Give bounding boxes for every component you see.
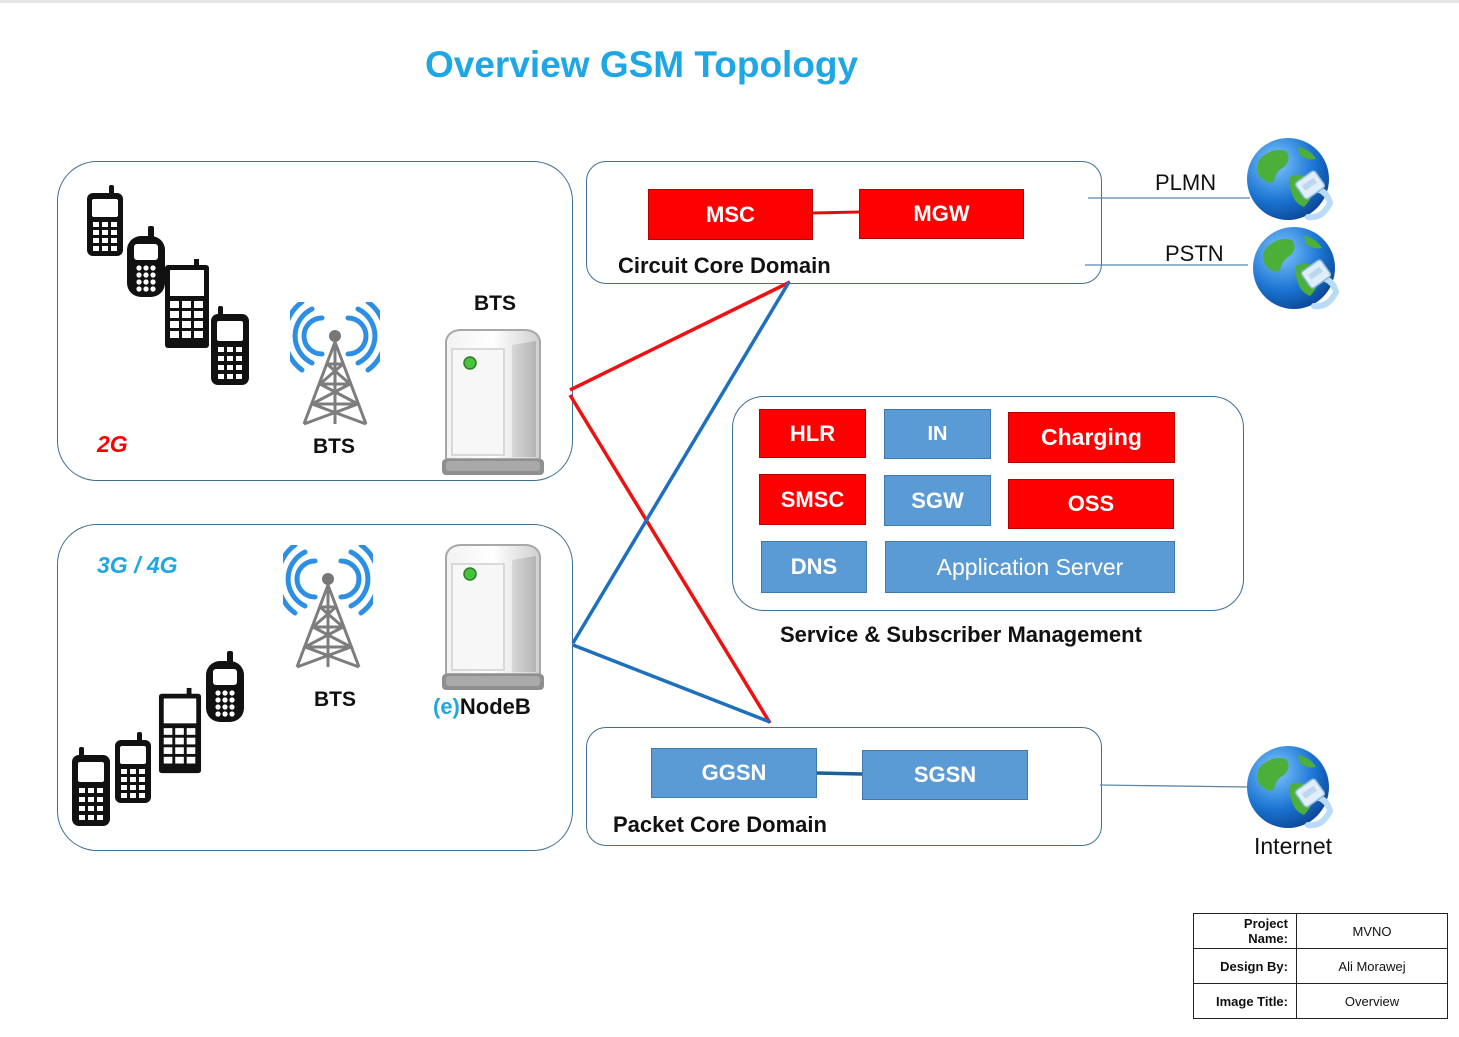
table-row: Image Title: Overview (1193, 983, 1448, 1019)
image-title-value: Overview (1296, 983, 1448, 1019)
sgsn-box: SGSN (862, 750, 1028, 800)
mobile-phone-icon (158, 687, 202, 774)
sgw-box: SGW (884, 475, 991, 526)
mgw-box: MGW (859, 189, 1024, 239)
project-info-table: Project Name: MVNO Design By: Ali Morawe… (1193, 913, 1448, 1019)
link-ggsn-sgsn (815, 771, 863, 776)
table-row: Project Name: MVNO (1193, 913, 1448, 949)
link-bts2g-ggsn (568, 394, 772, 724)
link-bts2g-msc (569, 280, 791, 392)
page-title: Overview GSM Topology (425, 44, 859, 85)
link-nodeb-msc (571, 281, 791, 644)
mobile-phone-icon (127, 226, 165, 297)
globe-network-icon (1253, 227, 1340, 310)
antenna-tower-icon (283, 545, 373, 669)
msc-box: MSC (648, 189, 813, 240)
circuit-core-panel (586, 161, 1102, 284)
design-by-value: Ali Morawej (1296, 948, 1448, 984)
radio-3g4g-panel (57, 524, 573, 851)
plmn-label: PLMN (1155, 170, 1217, 195)
service-management-label: Service & Subscriber Management (780, 622, 1142, 647)
enodeb-prefix: (e) (433, 694, 460, 719)
bts-tower-3g4g-label: BTS (314, 688, 356, 711)
mobile-phone-icon (87, 185, 123, 256)
server-icon (442, 329, 544, 475)
oss-box: OSS (1008, 479, 1174, 529)
mobile-phone-icon (211, 306, 249, 385)
smsc-box: SMSC (759, 474, 866, 525)
mobile-phone-icon (115, 732, 151, 803)
hlr-box: HLR (759, 409, 866, 458)
enodeb-name: NodeB (459, 694, 531, 719)
ggsn-box: GGSN (651, 748, 817, 798)
bts-tower-2g-label: BTS (313, 435, 355, 458)
project-name-value: MVNO (1296, 913, 1448, 949)
application-server-box: Application Server (885, 541, 1175, 593)
globe-network-icon (1247, 746, 1334, 829)
packet-core-panel (586, 727, 1102, 846)
enodeb-label: (e)NodeB (433, 694, 531, 720)
radio-2g-panel (57, 161, 573, 481)
service-management-panel (732, 396, 1244, 611)
charging-box: Charging (1008, 412, 1175, 463)
server-icon (442, 544, 544, 690)
table-row: Design By: Ali Morawej (1193, 948, 1448, 984)
link-msc-mgw (811, 210, 861, 215)
top-border (0, 0, 1459, 3)
dns-box: DNS (761, 541, 867, 593)
generation-2g-label: 2G (97, 431, 128, 457)
mobile-phone-icon (165, 259, 209, 348)
generation-3g4g-label: 3G / 4G (97, 552, 178, 578)
link-nodeb-ggsn (572, 643, 771, 724)
pstn-label: PSTN (1165, 241, 1224, 266)
image-title-key: Image Title: (1193, 983, 1297, 1019)
project-name-key: Project Name: (1193, 913, 1297, 949)
link-packet-internet (1099, 784, 1249, 788)
circuit-core-label: Circuit Core Domain (618, 253, 831, 278)
design-by-key: Design By: (1193, 948, 1297, 984)
mobile-phone-icon (72, 747, 110, 826)
globe-network-icon (1247, 138, 1334, 221)
in-box: IN (884, 409, 991, 459)
bts-server-2g-label: BTS (474, 292, 516, 315)
internet-label: Internet (1254, 833, 1332, 859)
antenna-tower-icon (290, 302, 380, 426)
packet-core-label: Packet Core Domain (613, 812, 827, 837)
mobile-phone-icon (206, 651, 244, 722)
